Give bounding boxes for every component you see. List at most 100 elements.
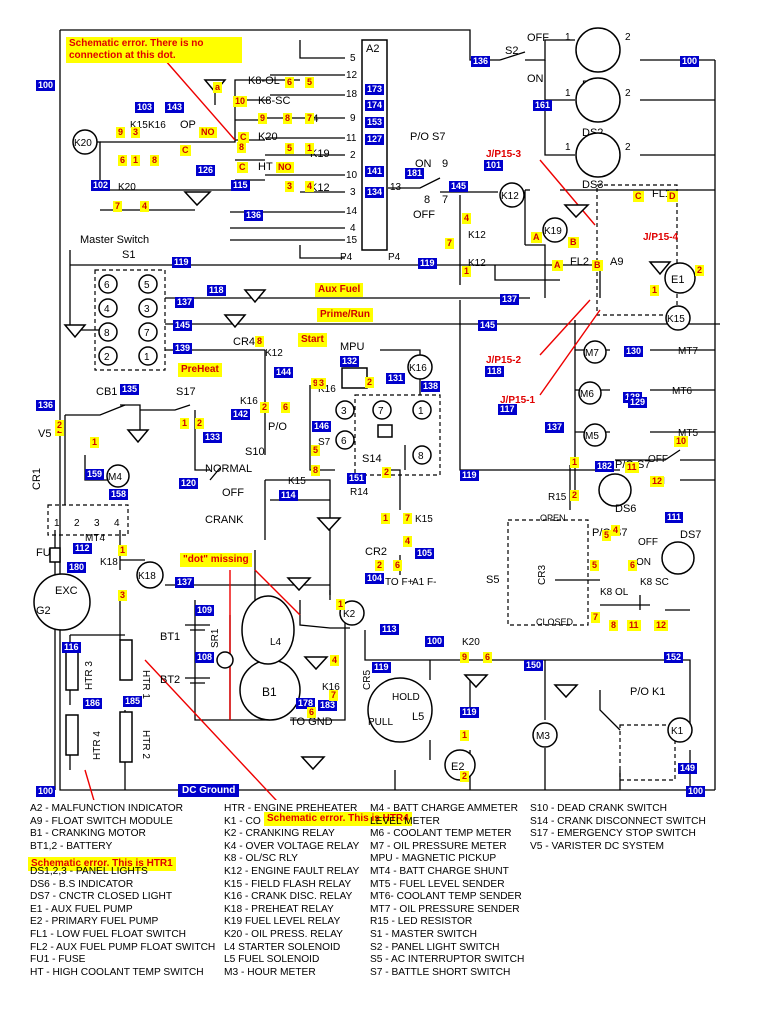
svg-text:2: 2 [104,352,110,363]
svg-text:K8 SC: K8 SC [640,577,669,588]
terminal-tag: 3 [285,181,295,192]
svg-text:E2: E2 [451,761,464,773]
mpu-s14: MPU 3 7 1 6 8 S14 [335,341,432,465]
svg-text:HT: HT [258,161,273,173]
wire-tag-w126: 126 [196,165,216,176]
legend-entry: R15 - LED RESISTOR [370,916,473,928]
legend-entry: K8 - OL/SC RLY [224,853,298,865]
svg-text:HTR 1: HTR 1 [140,670,151,699]
svg-text:K12: K12 [468,230,486,241]
svg-text:K16: K16 [322,682,340,693]
legend-entry: L4 STARTER SOLENOID [224,941,341,953]
wire-tag-w137b: 137 [500,294,520,305]
svg-text:3: 3 [94,518,100,529]
terminal-tag: 1 [381,513,391,524]
wire-tag-w182: 182 [595,461,615,472]
terminal-tag: 5 [590,560,600,571]
terminal-tag: 8 [311,465,321,476]
heaters: HTR 3 HTR 4 HTR 1 HTR 2 [65,639,151,763]
svg-text:K15: K15 [667,314,685,325]
svg-text:S1: S1 [122,249,135,261]
label-prime-run: Prime/Run [317,308,374,322]
svg-text:CB1: CB1 [96,386,117,398]
svg-text:CR3: CR3 [537,565,548,585]
svg-text:A2: A2 [366,43,379,55]
g2-generator: G2 EXC FU1 [33,547,91,631]
wire-tag-w100a: 100 [36,80,56,91]
wire-tag-w139: 139 [173,343,193,354]
legend-entry: HT - HIGH COOLANT TEMP SWITCH [30,966,204,978]
terminal-tag: C [237,162,248,173]
wire-tag-w120: 120 [179,478,199,489]
wire-tag-w131: 131 [386,373,406,384]
svg-text:L4: L4 [270,637,282,648]
svg-text:M3: M3 [536,731,550,742]
svg-text:K2: K2 [343,609,356,620]
legend-entry: K4 - OVER VOLTAGE RELAY [224,840,360,852]
terminal-tag: 3 [317,378,327,389]
svg-text:HTR 4: HTR 4 [92,731,103,760]
svg-text:CR5: CR5 [362,670,373,690]
wire-tag-w138: 138 [421,381,441,392]
svg-text:HTR 3: HTR 3 [84,661,95,690]
svg-text:ON: ON [636,557,651,568]
legend-entry: K19 FUEL LEVEL RELAY [224,916,341,928]
legend-entry: S14 - CRANK DISCONNECT SWITCH [530,815,706,827]
terminal-tag: B [592,260,603,271]
svg-text:M6: M6 [580,389,594,400]
wire-tag-w137c: 137 [545,422,565,433]
wire-tag-w159: 159 [85,469,105,480]
wire-tag-w186: 186 [83,698,103,709]
label-aux-fuel: Aux Fuel [315,283,364,297]
svg-text:HTR 2: HTR 2 [140,730,151,759]
svg-text:K12: K12 [310,182,330,194]
terminal-tag: 1 [650,285,660,296]
svg-text:4: 4 [350,223,356,234]
svg-text:8: 8 [418,451,424,462]
wire-tag-w135: 135 [120,384,140,395]
svg-text:12: 12 [346,70,358,81]
legend-entry: DS7 - CNCTR CLOSED LIGHT [30,891,173,903]
svg-text:OFF: OFF [222,487,244,499]
label-jp15-3: J/P15-3 [486,149,522,160]
wire-tag-w130: 130 [624,346,644,357]
svg-text:9: 9 [350,113,356,124]
terminal-tag: 6 [307,707,317,718]
legend-entry: DS6 - B.S INDICATOR [30,878,134,890]
l5-fuel-solenoid: HOLD PULL L5 [367,677,433,743]
terminal-tag: 7 [445,238,455,249]
wire-tag-w100d: 100 [36,786,56,797]
svg-text:2: 2 [625,88,631,99]
svg-text:2: 2 [350,150,356,161]
wire-tag-w112: 112 [73,543,92,554]
legend-entry: MT5 - FUEL LEVEL SENDER [370,878,505,890]
terminal-tag: 5 [305,77,315,88]
svg-text:6: 6 [104,280,110,291]
legend-entry: K1 - CO [224,815,261,827]
wire-tag-w117: 117 [498,404,517,415]
svg-text:6: 6 [341,436,347,447]
svg-text:K19: K19 [310,148,330,160]
svg-text:2: 2 [74,518,80,529]
terminal-tag: 4 [462,213,472,224]
terminal-tag: 1 [131,155,141,166]
legend-entry: M6 - COOLANT TEMP METER [370,828,512,840]
terminal-tag: A [552,260,563,271]
terminal-tag: 2 [365,377,375,388]
svg-text:7: 7 [442,194,448,206]
terminal-tag: 2 [695,265,705,276]
terminal-tag: 5 [285,143,295,154]
svg-text:K12: K12 [468,258,486,269]
svg-text:14: 14 [346,206,358,217]
svg-text:CR2: CR2 [365,546,387,558]
svg-text:S7: S7 [318,437,331,448]
wire-tag-w108: 108 [195,652,215,663]
label-jp15-2: J/P15-2 [486,355,522,366]
svg-text:S17: S17 [176,386,196,398]
terminal-tag: 2 [195,418,205,429]
svg-text:K18: K18 [138,571,156,582]
terminal-tag: 3 [118,590,128,601]
